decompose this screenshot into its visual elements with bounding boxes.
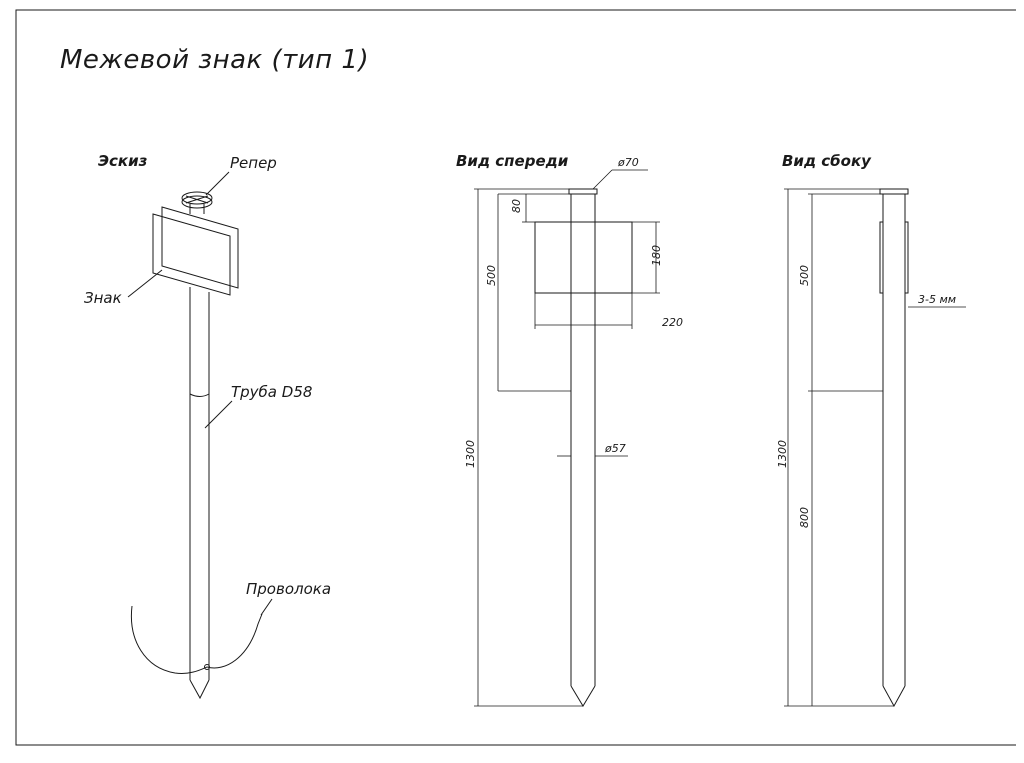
sketch-pipe — [189, 287, 210, 700]
dim-ground-part: 800 — [798, 507, 811, 528]
sketch-label-pipe: Труба D58 — [231, 383, 312, 401]
front-view-heading: Вид спереди — [456, 152, 569, 170]
front-top-cap — [568, 188, 598, 195]
dim-plate-thickness: 3-5 мм — [918, 293, 956, 306]
side-view: Вид сбоку 3-5 мм 500 800 1300 — [776, 152, 966, 708]
wire-leader — [260, 598, 273, 616]
sketch-label-reper: Репер — [230, 154, 277, 172]
dim-side-plate-depth: 500 — [798, 265, 811, 286]
dim-total-length: 1300 — [464, 440, 477, 468]
sketch-label-znak: Знак — [84, 289, 122, 307]
sketch-wire — [130, 605, 263, 674]
side-plate-right — [904, 221, 909, 294]
sheet-frame — [15, 9, 1016, 746]
page-title: Межевой знак (тип 1) — [60, 45, 369, 75]
side-top-cap — [879, 188, 909, 195]
dim-top-diameter: ø70 — [617, 156, 639, 169]
front-view: Вид спереди ø70 80 500 1300 180 — [456, 152, 683, 707]
side-pipe-tip — [882, 685, 906, 708]
side-view-heading: Вид сбоку — [782, 152, 872, 170]
pipe-leader — [204, 400, 233, 429]
sign-plates — [152, 206, 239, 296]
reper-cap — [181, 191, 213, 214]
sketch-view: Эскиз Репер Знак Труба D58 — [84, 152, 331, 700]
znak-leader — [127, 269, 163, 298]
dim-side-total-length: 1300 — [776, 440, 789, 468]
dim-plate-width: 220 — [662, 316, 683, 329]
side-plate-left — [879, 221, 884, 294]
sketch-label-wire: Проволока — [246, 580, 331, 598]
dim-plate-height: 180 — [650, 245, 663, 266]
front-plate — [534, 221, 633, 294]
dim-plate-offset: 80 — [510, 199, 523, 213]
front-pipe-tip — [570, 685, 596, 707]
reper-leader — [205, 171, 230, 196]
dim-plate-depth: 500 — [485, 265, 498, 286]
sketch-heading: Эскиз — [98, 152, 148, 170]
dim-pipe-diameter: ø57 — [604, 442, 626, 455]
